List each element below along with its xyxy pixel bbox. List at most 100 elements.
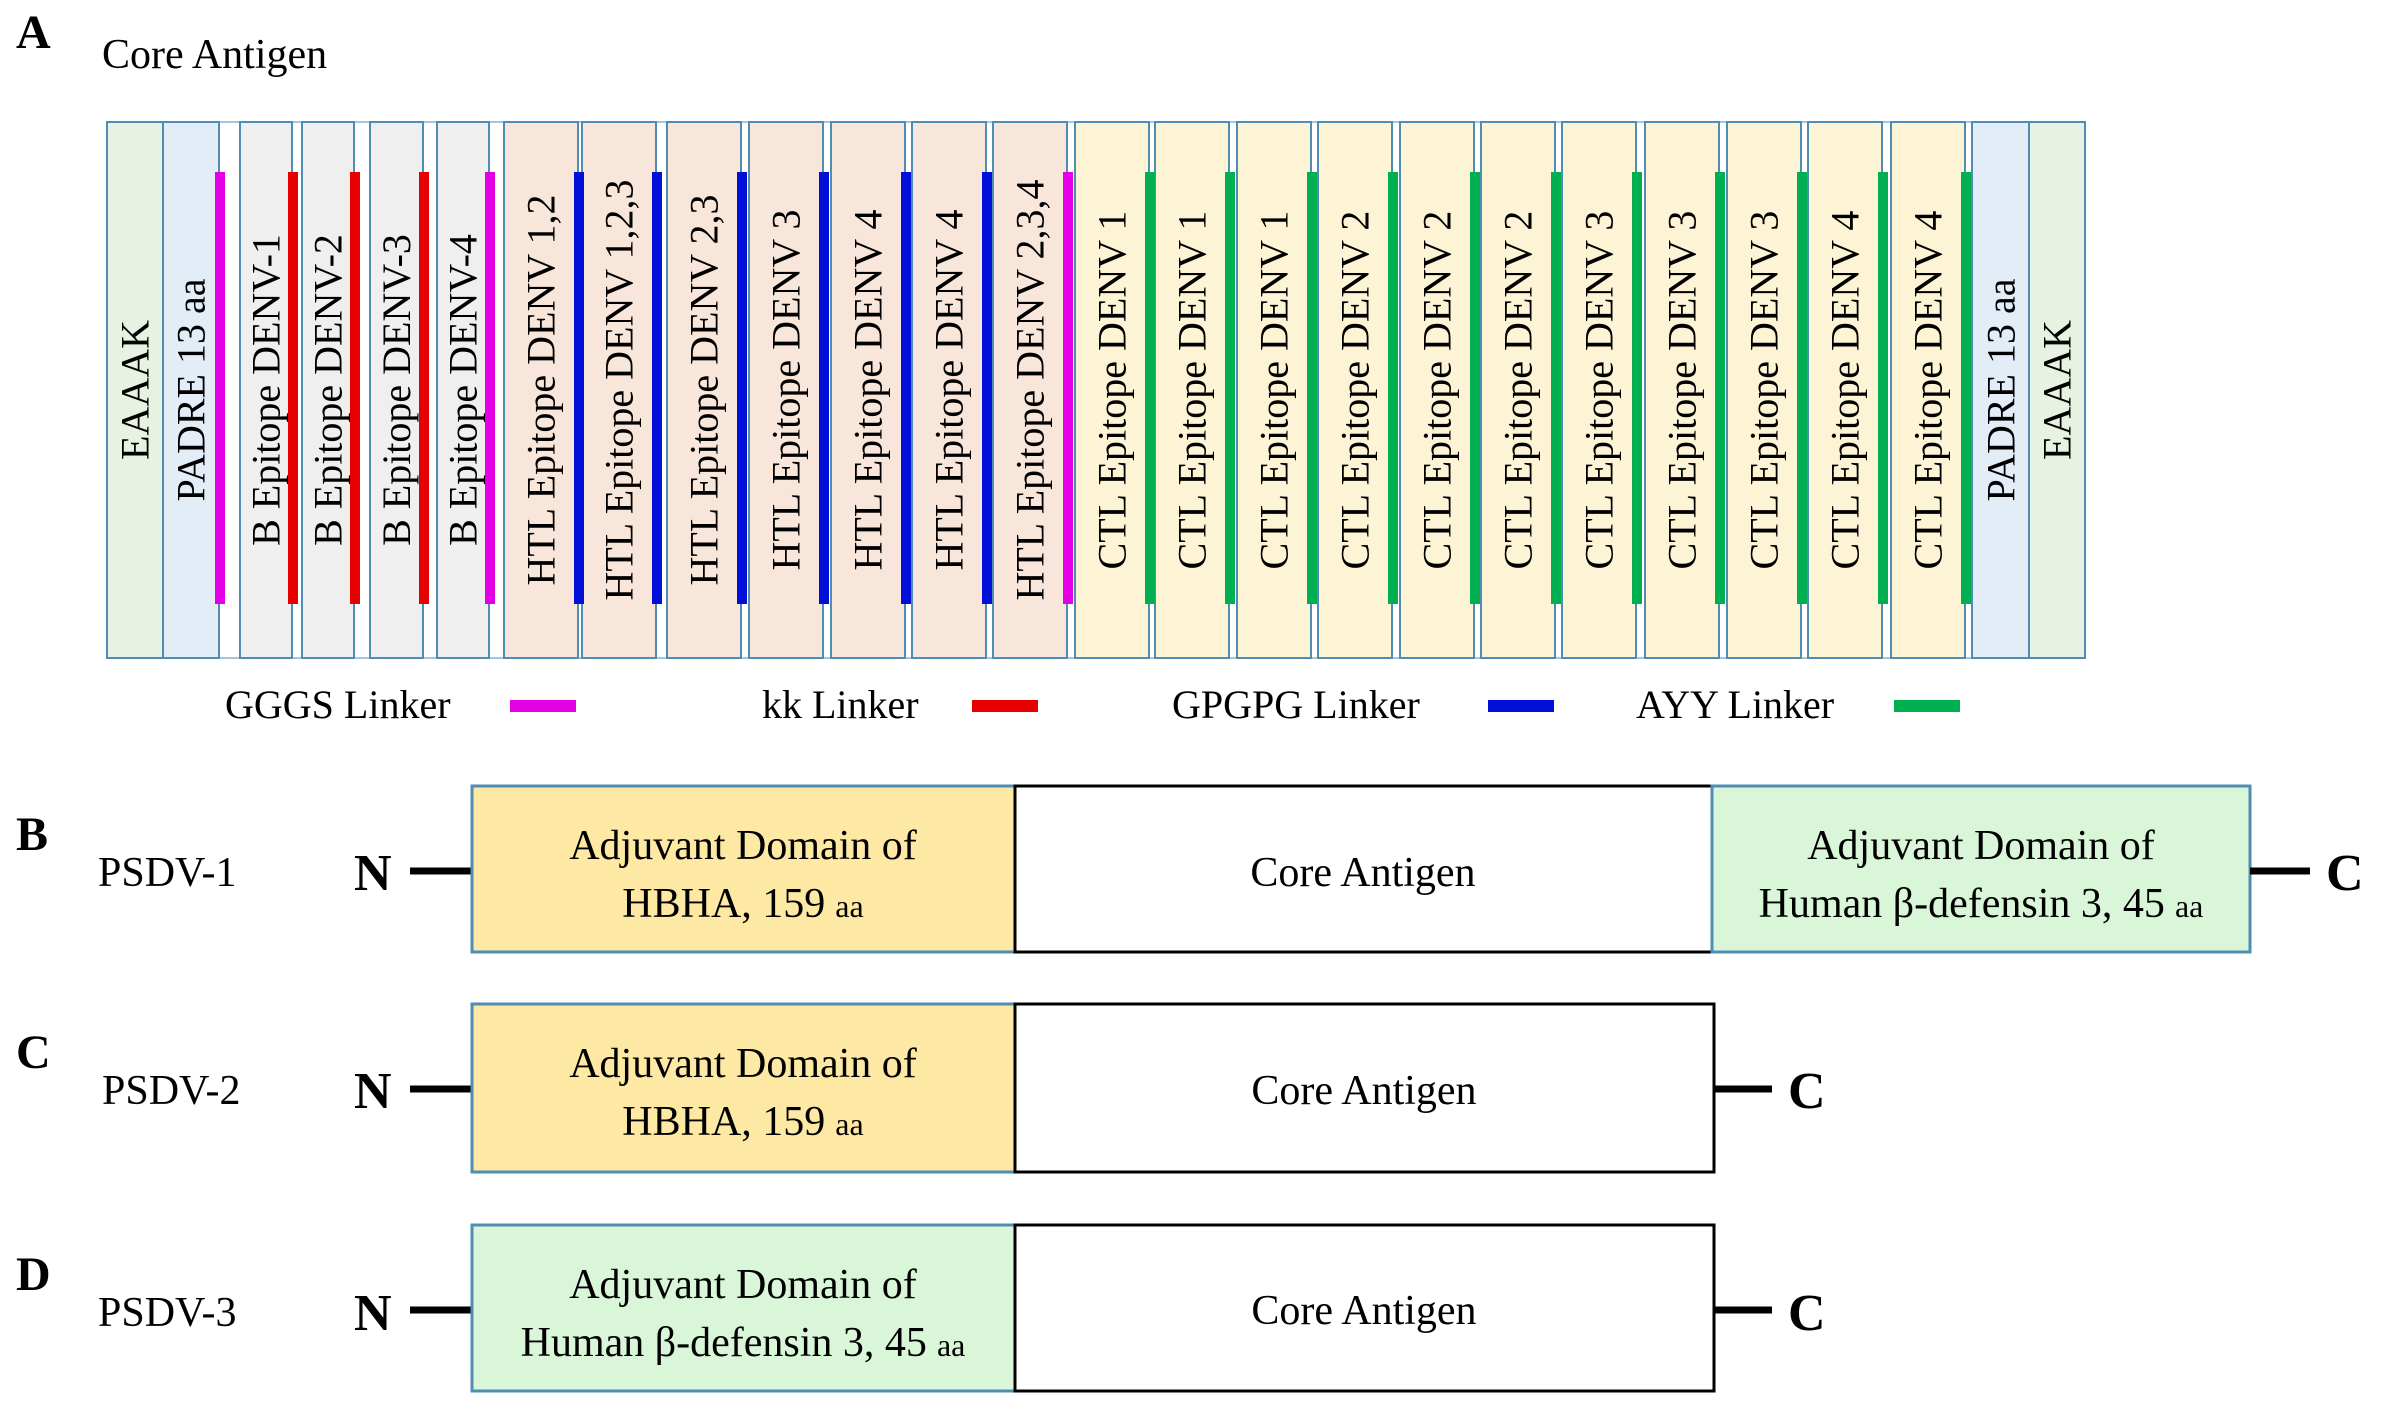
segment-label: CTL Epitope DENV 3 (1742, 211, 1787, 570)
epitope-segment: HTL Epitope DENV 1,2 (503, 121, 579, 659)
hbha-box-line1: Adjuvant Domain of (569, 823, 917, 869)
c-terminus-label: C (1788, 1285, 1826, 1342)
segment-box (162, 121, 220, 659)
linker-bar-ayy (1632, 172, 1642, 604)
hbha-box-length: HBHA, 159 (622, 881, 825, 927)
segment-label: CTL Epitope DENV 3 (1660, 211, 1705, 570)
n-terminus-label: N (354, 845, 392, 902)
segment-label: HTL Epitope DENV 2,3,4 (1008, 179, 1053, 600)
hbha-box-length: HBHA, 159 (622, 1099, 825, 1145)
segment-label: PADRE 13 aa (1979, 278, 2024, 501)
epitope-segment: B Epitope DENV-2 (301, 121, 355, 659)
segment-label: B Epitope DENV-3 (374, 234, 419, 546)
linker-bar-ayy (1307, 172, 1317, 604)
linker-bar-kk (419, 172, 429, 604)
segment-label: CTL Epitope DENV 1 (1170, 211, 1215, 570)
epitope-segment: CTL Epitope DENV 1 (1154, 121, 1230, 659)
panel-a-title: Core Antigen (102, 32, 327, 78)
defensin-adjuvant-box (470, 1223, 1017, 1393)
segment-label: HTL Epitope DENV 1,2,3 (597, 179, 642, 600)
linker-bar-kk (350, 172, 360, 604)
segment-label: HTL Epitope DENV 2,3 (682, 194, 727, 585)
segment-label: CTL Epitope DENV 4 (1906, 211, 1951, 570)
epitope-segment: HTL Epitope DENV 2,3 (666, 121, 742, 659)
epitope-segment: CTL Epitope DENV 2 (1399, 121, 1475, 659)
linker-bar-ayy (1225, 172, 1235, 604)
segment-box (1561, 121, 1637, 659)
segment-label: CTL Epitope DENV 4 (1823, 211, 1868, 570)
segment-label: HTL Epitope DENV 1,2 (519, 194, 564, 585)
segment-label: EAAAK (113, 320, 158, 460)
hbha-box-line2: HBHA, 159 aa (622, 1099, 863, 1145)
epitope-segment: PADRE 13 aa (162, 121, 220, 659)
epitope-segment: EAAAK (2028, 121, 2086, 659)
panel-a-letter: A (16, 6, 51, 59)
core-antigen-box (1013, 1002, 1716, 1174)
linker-bar-gpgpg (819, 172, 829, 604)
panel-d-letter: D (16, 1248, 51, 1301)
linker-bar-ayy (1145, 172, 1155, 604)
segment-label: B Epitope DENV-2 (306, 234, 351, 546)
linker-bar-ayy (1388, 172, 1398, 604)
segment-label: CTL Epitope DENV 3 (1577, 211, 1622, 570)
segment-label: PADRE 13 aa (169, 278, 214, 501)
legend-label: AYY Linker (1636, 682, 1834, 727)
segment-label: HTL Epitope DENV 3 (764, 209, 809, 570)
core-antigen-box (1013, 784, 1714, 954)
core-antigen-label: Core Antigen (1251, 1068, 1476, 1114)
legend-label: kk Linker (762, 682, 919, 727)
linker-bar-ayy (1797, 172, 1807, 604)
linker-legend: GGGS Linker kk Linker GPGPG Linker AYY Link… (225, 682, 1960, 727)
defensin-box-line1: Adjuvant Domain of (569, 1262, 917, 1308)
linker-bar-ayy (1878, 172, 1888, 604)
hbha-adjuvant-box (470, 1002, 1017, 1174)
segment-label: HTL Epitope DENV 4 (846, 209, 891, 570)
segment-box (1807, 121, 1883, 659)
segment-label: HTL Epitope DENV 4 (927, 209, 972, 570)
legend-swatch (1894, 700, 1960, 712)
defensin-box-line2: Human β-defensin 3, 45 aa (521, 1320, 966, 1366)
segment-box (1317, 121, 1393, 659)
segment-box (1480, 121, 1556, 659)
linker-bar-ayy (1961, 172, 1971, 604)
linker-bar-ayy (1551, 172, 1561, 604)
segment-box (1399, 121, 1475, 659)
linker-bar-gpgpg (652, 172, 662, 604)
linker-bar-ayy (1715, 172, 1725, 604)
construct-name-psdv3: PSDV-3 (98, 1290, 237, 1336)
hbha-box-line1: Adjuvant Domain of (569, 1041, 917, 1087)
segment-label: CTL Epitope DENV 2 (1415, 211, 1460, 570)
legend-label: GGGS Linker (225, 682, 451, 727)
core-antigen-label: Core Antigen (1250, 850, 1475, 896)
epitope-segment: CTL Epitope DENV 1 (1074, 121, 1150, 659)
epitope-segment: CTL Epitope DENV 1 (1236, 121, 1312, 659)
defensin-box-aa: aa (937, 1327, 965, 1363)
epitope-segment: HTL Epitope DENV 4 (830, 121, 906, 659)
defensin-box-length: Human β-defensin 3, 45 (521, 1320, 927, 1366)
panel-d: D PSDV-3 N Adjuvant Domain of Human β-de… (16, 1223, 1826, 1393)
legend-label: GPGPG Linker (1172, 682, 1420, 727)
defensin-adjuvant-box (1710, 784, 2252, 954)
core-antigen-box (1013, 1223, 1716, 1393)
epitope-segment: CTL Epitope DENV 4 (1890, 121, 1966, 659)
epitope-segment: HTL Epitope DENV 2,3,4 (992, 121, 1068, 659)
linker-bar-gpgpg (982, 172, 992, 604)
segment-box (1971, 121, 2031, 659)
defensin-box-aa: aa (2175, 888, 2203, 924)
segment-box (436, 121, 490, 659)
epitope-segment: PADRE 13 aa (1971, 121, 2031, 659)
hbha-box-aa: aa (835, 1106, 863, 1142)
legend-swatch (510, 700, 576, 712)
epitope-segment: EAAAK (106, 121, 164, 659)
panel-c-letter: C (16, 1026, 51, 1079)
segment-label: EAAAK (2035, 320, 2080, 460)
segment-label: B Epitope DENV-1 (244, 234, 289, 546)
segment-box (1236, 121, 1312, 659)
n-terminus-label: N (354, 1285, 392, 1342)
